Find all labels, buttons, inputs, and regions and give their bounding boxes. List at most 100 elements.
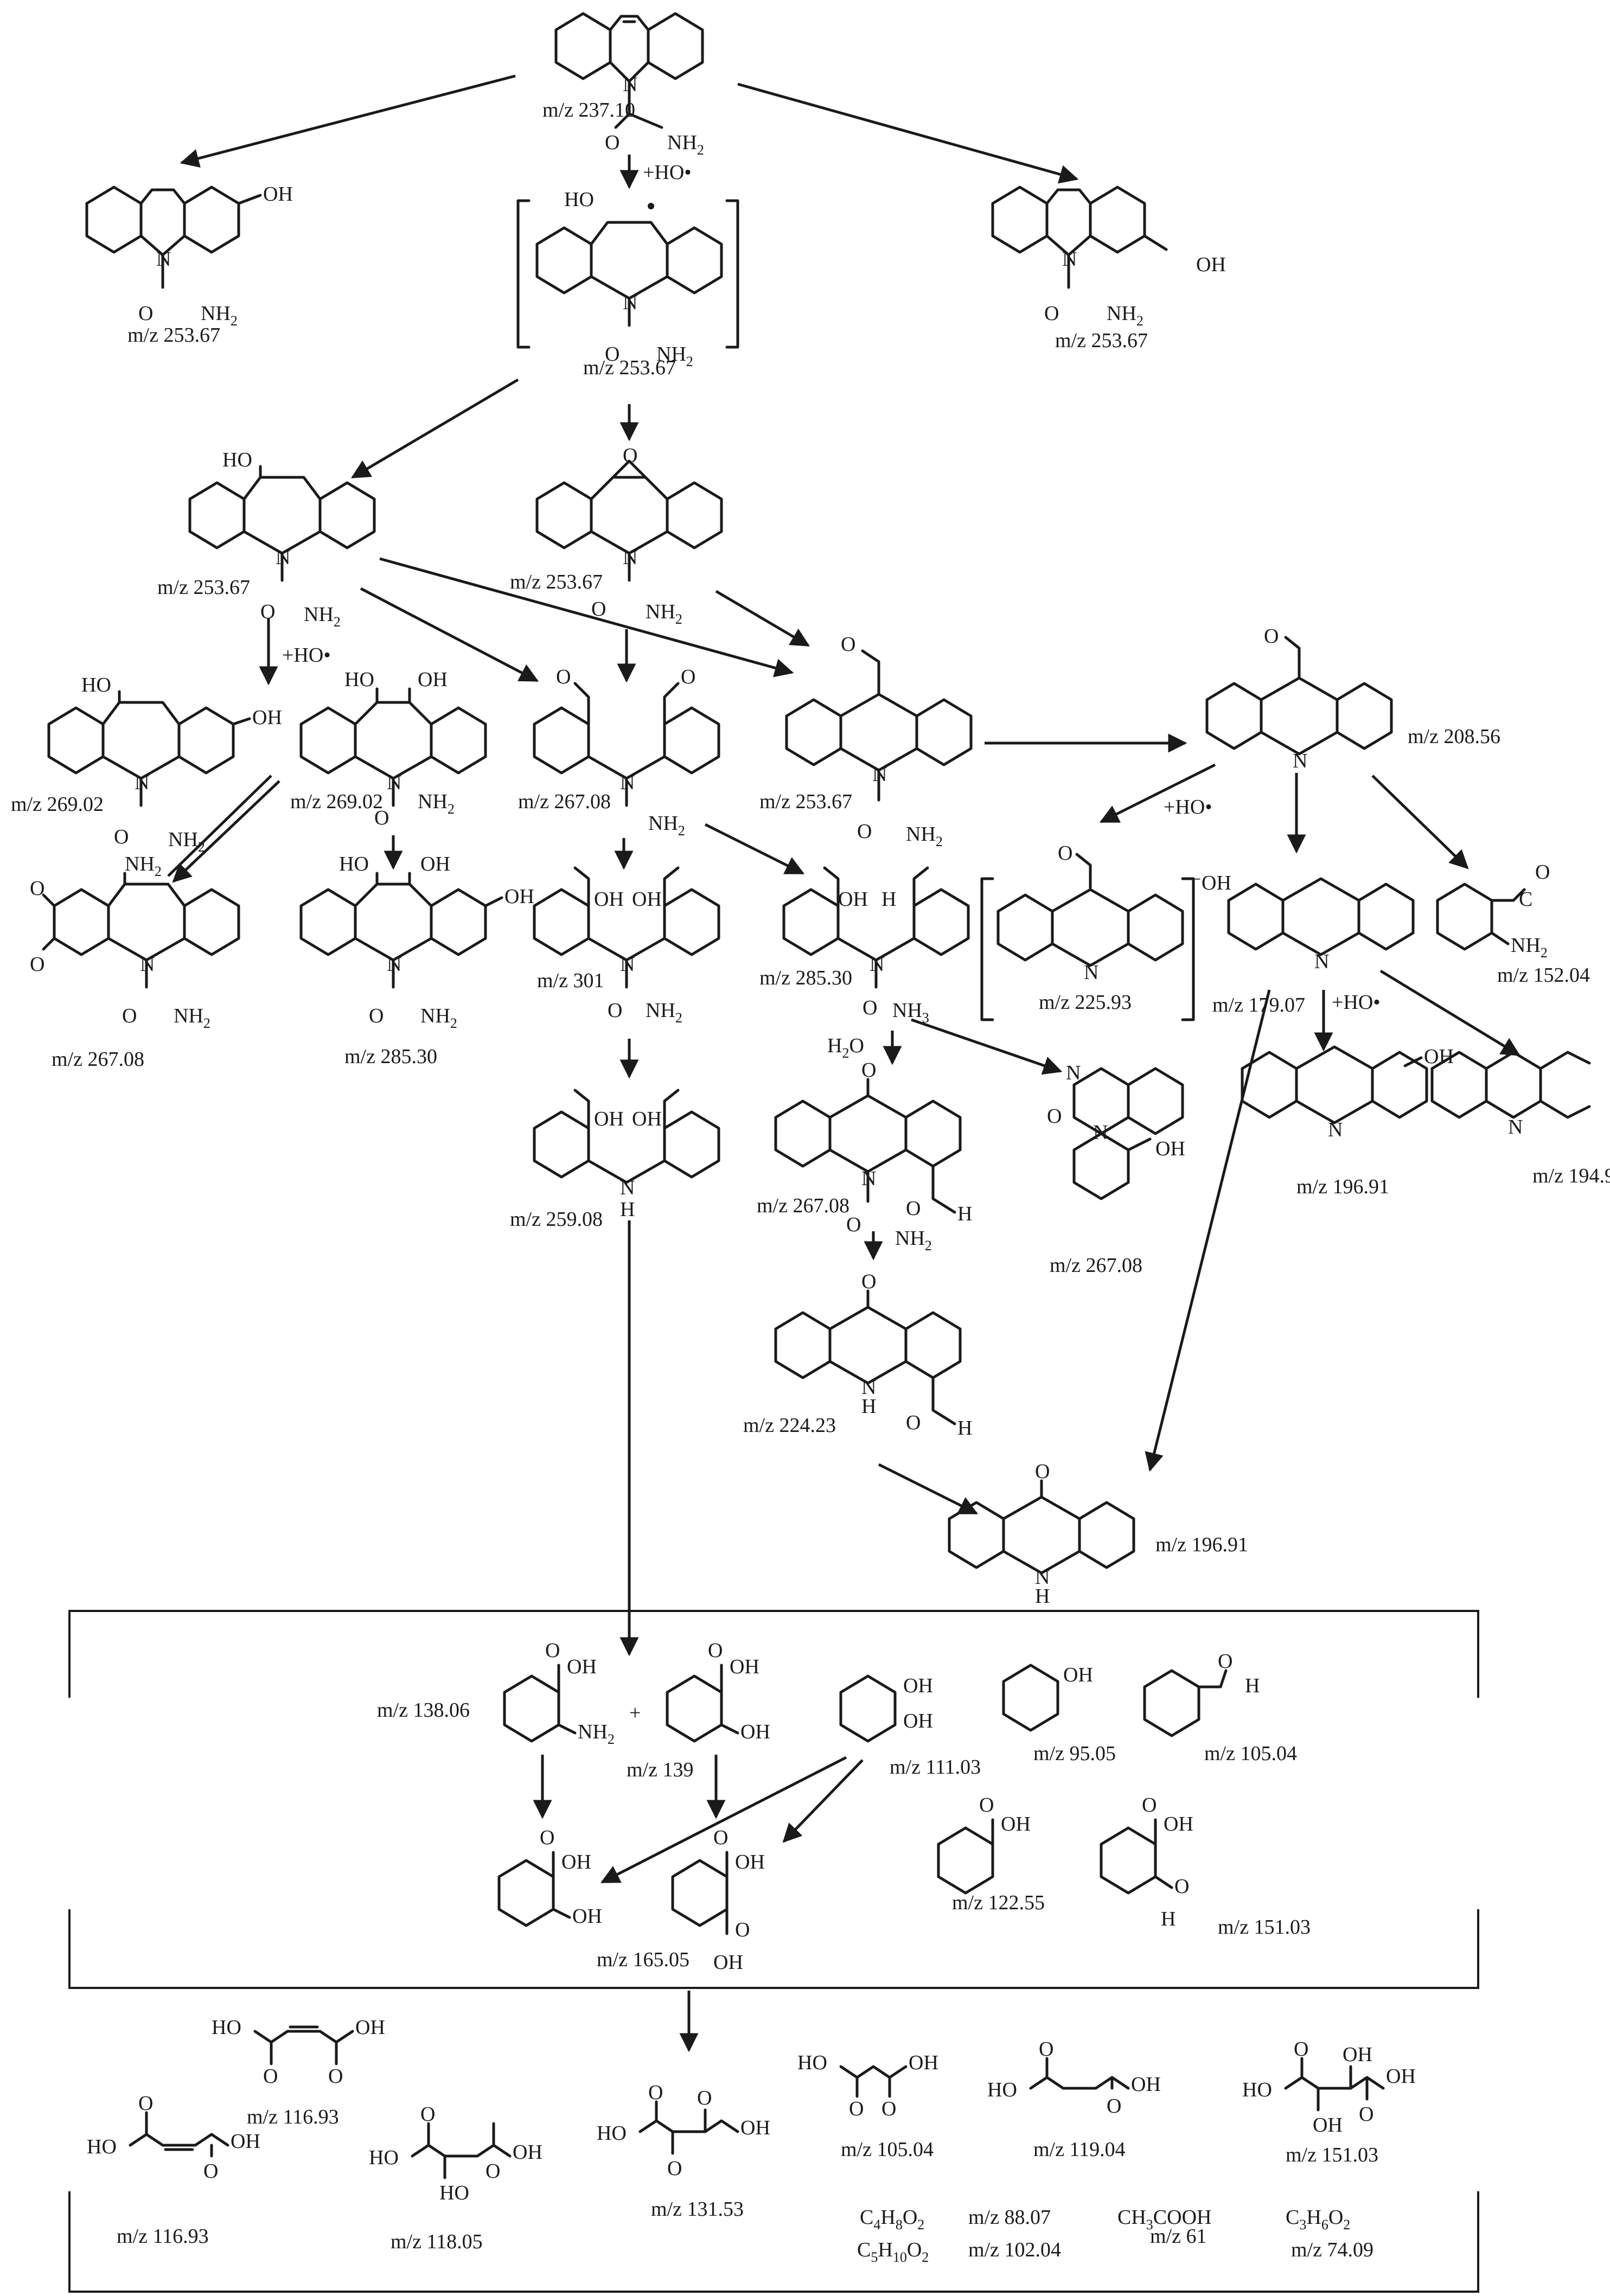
epoxide-amide-nh2: NH2 xyxy=(646,600,682,627)
arrow-to-aminobenzoyl xyxy=(1371,775,1469,869)
fumaric-structure: HO OH O O xyxy=(87,2092,260,2183)
acridine-aldehyde-oh-structure: O N xyxy=(996,842,1184,984)
plus-sign: + xyxy=(629,1702,641,1724)
tartaric-mz: m/z 151.03 xyxy=(1286,2144,1378,2166)
phenol-structure: OH xyxy=(1002,1664,1093,1732)
hydroxy-right-structure: OH N O NH2 xyxy=(991,186,1226,329)
svg-text:O: O xyxy=(369,1005,384,1027)
svg-text:OH: OH xyxy=(231,2130,260,2153)
svg-text:O: O xyxy=(1107,2095,1121,2118)
catechol-mz: m/z 111.03 xyxy=(890,1756,981,1779)
epoxide-structure: O N xyxy=(535,444,723,582)
svg-text:O: O xyxy=(605,343,619,366)
arrow-acridine-to-acridone xyxy=(1145,989,1271,1472)
acridone-amide-o: O xyxy=(846,1213,861,1236)
benzoic-structure: O OH xyxy=(937,1794,1031,1895)
arrow-to-acridine-oh xyxy=(1099,763,1216,823)
svg-text:OH: OH xyxy=(730,1655,759,1678)
butyric-mz: m/z 88.07 xyxy=(968,2206,1051,2229)
svg-text:N: N xyxy=(156,248,171,271)
svg-text:OH: OH xyxy=(355,2016,385,2039)
epoxide-mz: m/z 253.67 xyxy=(510,571,603,593)
svg-text:O: O xyxy=(667,2157,682,2180)
svg-text:OH: OH xyxy=(632,888,662,911)
maleic-structure: HO OH O O xyxy=(212,2016,385,2088)
svg-text:O: O xyxy=(1039,2038,1053,2061)
arrow-to-hydroxy-left xyxy=(180,74,516,168)
svg-text:NH2: NH2 xyxy=(1107,302,1143,329)
ho-radical-reagent-3: +HO• xyxy=(1164,796,1212,818)
svg-text:O: O xyxy=(1044,302,1059,325)
svg-text:O: O xyxy=(849,2097,864,2120)
svg-text:HO: HO xyxy=(1242,2078,1272,2101)
svg-text:H: H xyxy=(957,1417,972,1440)
svg-text:OH: OH xyxy=(909,2051,938,2074)
svg-text:H: H xyxy=(861,1395,876,1418)
acridone-aldehyde-mz: m/z 224.23 xyxy=(743,1414,836,1437)
svg-text:NH2: NH2 xyxy=(168,828,205,855)
dialdehyde-amide-nh2: NH2 xyxy=(648,812,685,839)
arrow-dihydroxy-to-quinone xyxy=(172,780,280,883)
svg-text:OH: OH xyxy=(1313,2114,1343,2137)
svg-text:N: N xyxy=(861,1376,876,1399)
svg-text:O: O xyxy=(708,1639,723,1662)
svg-text:O: O xyxy=(1142,1794,1157,1817)
svg-text:N: N xyxy=(276,546,290,569)
enol-amide-nh2: NH2 xyxy=(304,603,341,630)
fumaric-mz: m/z 116.93 xyxy=(117,2225,209,2248)
svg-text:O: O xyxy=(906,1197,921,1220)
svg-text:O: O xyxy=(328,2065,343,2088)
malic-mz: m/z 118.05 xyxy=(391,2230,483,2253)
svg-text:O: O xyxy=(1294,2038,1308,2061)
carbamazepine-mz: m/z 237.10 xyxy=(542,99,635,121)
acid-aldehyde-urea-mz: m/z 285.30 xyxy=(759,967,852,989)
acridine-aldehyde-oh-mz: m/z 225.93 xyxy=(1039,991,1132,1014)
svg-text:NH2: NH2 xyxy=(420,1005,457,1031)
malonic-mz: m/z 105.04 xyxy=(841,2138,934,2161)
svg-text:OH: OH xyxy=(252,706,282,729)
svg-text:NH2: NH2 xyxy=(174,1005,210,1031)
dialdehyde-structure: O O N xyxy=(533,666,720,807)
diol-hydroxy-mz: m/z 285.30 xyxy=(344,1045,437,1068)
svg-text:O: O xyxy=(114,826,129,848)
diol-amide-nh2: NH2 xyxy=(418,790,455,817)
dialdehyde-mz: m/z 267.08 xyxy=(518,790,611,813)
radical-intermediate-mz: m/z 253.67 xyxy=(583,356,676,379)
acridine-mz: m/z 179.07 xyxy=(1212,994,1305,1016)
acridone-mz: m/z 196.91 xyxy=(1155,1533,1248,1556)
svg-text:OH: OH xyxy=(838,888,868,911)
svg-text:H: H xyxy=(1035,1585,1050,1608)
acridine-structure: N xyxy=(1227,877,1415,973)
maleic-mz: m/z 116.93 xyxy=(247,2106,339,2128)
catechol-structure: OH OH xyxy=(839,1674,933,1743)
hydroxy-left-mz: m/z 253.67 xyxy=(127,324,220,347)
svg-text:O: O xyxy=(735,1918,750,1941)
svg-text:O: O xyxy=(1218,1650,1232,1673)
svg-text:N: N xyxy=(1035,1566,1050,1589)
svg-text:NH2: NH2 xyxy=(125,853,162,879)
svg-text:H: H xyxy=(881,888,896,911)
svg-text:HO: HO xyxy=(987,2078,1017,2101)
svg-text:N: N xyxy=(620,953,635,976)
carbamazepine-structure: N O NH2 xyxy=(554,12,704,158)
svg-text:O: O xyxy=(556,666,571,688)
svg-text:HO: HO xyxy=(797,2051,827,2074)
svg-text:N: N xyxy=(623,73,637,96)
svg-text:HO: HO xyxy=(339,853,369,875)
formula-c4: C4H8O2 xyxy=(860,2206,924,2233)
svg-text:OH: OH xyxy=(594,1108,624,1130)
svg-text:OH: OH xyxy=(1131,2073,1161,2096)
salicylic-structure: O OH OH xyxy=(497,1826,602,1928)
aminobenzoyl-structure: C O NH2 xyxy=(1436,861,1550,961)
svg-text:OH: OH xyxy=(594,888,624,911)
svg-text:O: O xyxy=(1264,625,1279,648)
diol-mz: m/z 269.02 xyxy=(290,790,383,813)
acid-aldehyde-urea-structure: OH H N xyxy=(782,866,970,989)
svg-text:O: O xyxy=(420,2103,435,2126)
svg-text:N: N xyxy=(1328,1118,1343,1141)
hydroxyacridine-structure: OH N xyxy=(1241,1045,1454,1141)
ho-radical-reagent-2: +HO• xyxy=(282,644,331,667)
acetic-mz: m/z 61 xyxy=(1150,2225,1206,2248)
dihydroxy-aromatic-mz: m/z 269.02 xyxy=(11,793,104,816)
svg-text:OH: OH xyxy=(1386,2065,1416,2088)
